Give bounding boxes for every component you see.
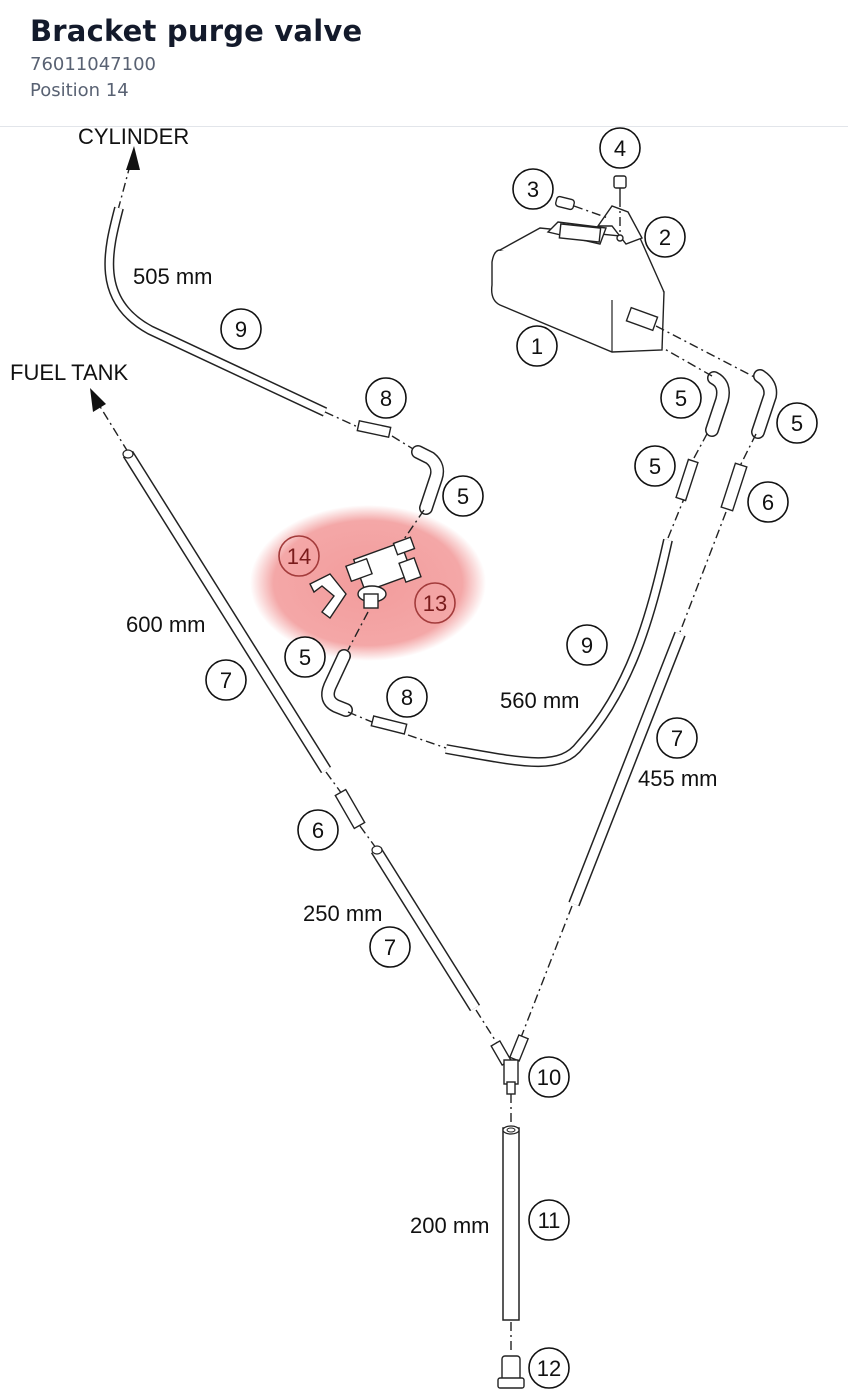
elbow-5-right-a xyxy=(705,371,730,437)
svg-text:5: 5 xyxy=(457,484,469,509)
svg-text:6: 6 xyxy=(762,490,774,515)
callout-8-a[interactable]: 8 xyxy=(365,377,407,419)
t-connector xyxy=(490,1034,530,1095)
callout-7-a[interactable]: 7 xyxy=(205,659,247,701)
hose-9-upper xyxy=(104,206,328,417)
svg-text:10: 10 xyxy=(537,1065,561,1090)
svg-text:9: 9 xyxy=(581,633,593,658)
svg-text:9: 9 xyxy=(235,317,247,342)
callout-7-c[interactable]: 7 xyxy=(369,926,411,968)
purge-valve[interactable] xyxy=(345,536,422,609)
callout-5-d[interactable]: 5 xyxy=(634,445,676,487)
svg-text:12: 12 xyxy=(537,1356,561,1381)
screw-4 xyxy=(613,175,627,232)
svg-text:1: 1 xyxy=(531,334,543,359)
length-hose-9-lower: 560 mm xyxy=(500,688,579,713)
connector-6-left xyxy=(334,788,366,830)
svg-text:4: 4 xyxy=(614,136,626,161)
part-position: Position 14 xyxy=(30,80,129,101)
svg-text:3: 3 xyxy=(527,177,539,202)
callout-10[interactable]: 10 xyxy=(528,1056,570,1098)
callout-3[interactable]: 3 xyxy=(512,168,554,210)
filter-12 xyxy=(497,1355,525,1389)
svg-text:8: 8 xyxy=(401,685,413,710)
length-hose-7-right: 455 mm xyxy=(638,766,717,791)
hose-11 xyxy=(502,1125,520,1321)
exploded-diagram: CYLINDER FUEL TANK 505 mm 600 mm 560 mm … xyxy=(10,126,818,1389)
svg-text:6: 6 xyxy=(312,818,324,843)
svg-text:2: 2 xyxy=(659,225,671,250)
svg-text:5: 5 xyxy=(649,454,661,479)
length-hose-11: 200 mm xyxy=(410,1213,489,1238)
elbow-5-lower xyxy=(321,649,353,717)
callout-5-e[interactable]: 5 xyxy=(776,402,818,444)
callout-14[interactable]: 14 xyxy=(278,535,320,577)
callout-2[interactable]: 2 xyxy=(644,216,686,258)
svg-text:7: 7 xyxy=(220,668,232,693)
svg-text:8: 8 xyxy=(380,386,392,411)
elbow-5-upper xyxy=(411,445,445,515)
callout-9-b[interactable]: 9 xyxy=(566,624,608,666)
callout-6-a[interactable]: 6 xyxy=(747,481,789,523)
callout-12[interactable]: 12 xyxy=(528,1347,570,1389)
svg-text:5: 5 xyxy=(791,411,803,436)
canister xyxy=(490,221,665,353)
hose-7-right xyxy=(568,631,686,907)
part-number: 76011047100 xyxy=(30,54,156,75)
svg-text:5: 5 xyxy=(299,645,311,670)
connector-6-right xyxy=(720,462,748,512)
callout-5-c[interactable]: 5 xyxy=(660,377,702,419)
svg-text:11: 11 xyxy=(538,1208,561,1233)
svg-text:7: 7 xyxy=(384,935,396,960)
connector-8-lower xyxy=(370,715,408,735)
callout-5-b[interactable]: 5 xyxy=(284,636,326,678)
cylinder-arrow xyxy=(117,146,140,211)
label-fuel-tank: FUEL TANK xyxy=(10,360,129,385)
callout-11[interactable]: 11 xyxy=(528,1199,570,1241)
callout-4[interactable]: 4 xyxy=(599,127,641,169)
callout-6-b[interactable]: 6 xyxy=(297,809,339,851)
part-title: Bracket purge valve xyxy=(30,14,363,48)
svg-text:13: 13 xyxy=(423,591,447,616)
callout-1[interactable]: 1 xyxy=(516,325,558,367)
hose-7-left xyxy=(122,449,332,774)
part-header: Bracket purge valve 76011047100 Position… xyxy=(0,0,848,127)
label-cylinder: CYLINDER xyxy=(78,126,189,149)
connector-8-upper xyxy=(356,419,392,439)
callout-8-b[interactable]: 8 xyxy=(386,676,428,718)
length-hose-7-short: 250 mm xyxy=(303,901,382,926)
callout-7-b[interactable]: 7 xyxy=(656,717,698,759)
hose-9-lower xyxy=(445,538,673,768)
elbow-5-right-b xyxy=(751,369,778,439)
callout-9-a[interactable]: 9 xyxy=(220,308,262,350)
bracket-purge-valve[interactable] xyxy=(309,573,347,620)
svg-text:5: 5 xyxy=(675,386,687,411)
callout-13[interactable]: 13 xyxy=(414,582,456,624)
length-hose-7-left: 600 mm xyxy=(126,612,205,637)
screw-3 xyxy=(554,195,609,219)
svg-text:7: 7 xyxy=(671,726,683,751)
connector-5-right xyxy=(675,458,699,502)
callout-5-a[interactable]: 5 xyxy=(442,475,484,517)
length-hose-9-upper: 505 mm xyxy=(133,264,212,289)
hose-7-short xyxy=(370,845,481,1012)
svg-text:14: 14 xyxy=(287,544,311,569)
fuel-tank-arrow xyxy=(90,388,129,453)
